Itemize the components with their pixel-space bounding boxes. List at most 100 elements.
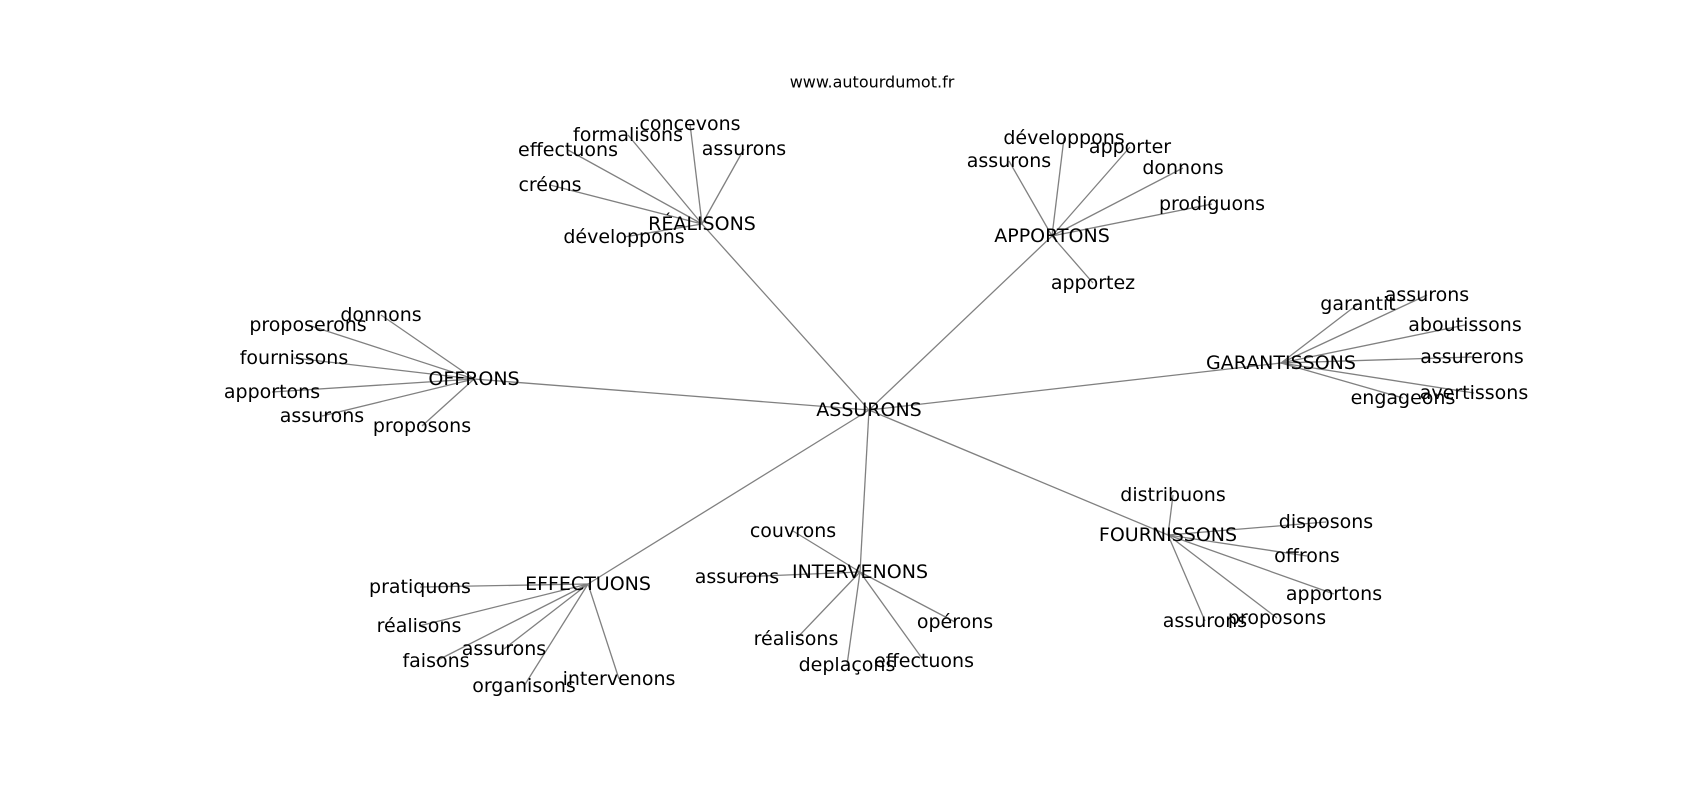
hub-node: FOURNISSONS: [1099, 524, 1237, 546]
edge-hub-child: [421, 378, 475, 427]
edge-hub-child: [1051, 167, 1184, 237]
leaf-node: pratiquons: [369, 576, 471, 598]
edge-hub-child: [1167, 534, 1308, 557]
hub-node: RÉALISONS: [648, 212, 756, 235]
edge-hub-child: [1008, 160, 1053, 237]
edge-hub-child: [1280, 356, 1473, 364]
edge-hub-child: [1280, 303, 1359, 364]
edge-root-hub: [868, 409, 1169, 536]
leaf-node: avertissons: [1420, 382, 1528, 404]
leaf-node: apporter: [1089, 136, 1171, 158]
leaf-node: donnons: [340, 304, 421, 326]
edge-hub-child: [795, 571, 861, 640]
edge-hub-child: [503, 583, 589, 650]
leaf-node: effectuons: [874, 650, 974, 672]
leaf-node: couvrons: [750, 520, 836, 542]
hub-node: GARANTISSONS: [1206, 352, 1356, 374]
edge-hub-child: [567, 149, 703, 225]
leaf-node: disposons: [1279, 511, 1373, 533]
edge-hub-child: [792, 530, 861, 573]
graph-labels: ASSURONSRÉALISONSconcevonsformalisonseff…: [224, 113, 1528, 697]
site-url: www.autourdumot.fr: [790, 73, 955, 92]
leaf-node: garantit: [1320, 293, 1395, 315]
leaf-node: réalisons: [754, 628, 839, 650]
edge-hub-child: [1280, 324, 1466, 364]
leaf-node: distribuons: [1120, 484, 1225, 506]
edge-hub-child: [627, 134, 703, 225]
leaf-node: prodiguons: [1159, 193, 1265, 215]
edge-hub-child: [1167, 534, 1335, 595]
leaf-node: créons: [518, 174, 581, 196]
edge-hub-child: [1280, 362, 1475, 394]
hub-node: APPORTONS: [994, 225, 1110, 247]
edge-hub-child: [523, 583, 589, 687]
edge-hub-child: [1051, 235, 1094, 284]
leaf-node: assurons: [1163, 610, 1247, 632]
leaf-node: donnons: [1142, 157, 1223, 179]
edge-hub-child: [701, 148, 745, 225]
leaf-node: intervenons: [563, 668, 676, 690]
edge-hub-child: [1167, 534, 1278, 619]
leaf-node: proposerons: [249, 314, 366, 336]
graph-edges: [271, 123, 1475, 687]
edge-root-hub: [868, 362, 1282, 411]
edge-hub-child: [1051, 146, 1131, 237]
edge-hub-child: [321, 378, 475, 417]
leaf-node: proposons: [1228, 607, 1326, 629]
edge-hub-child: [1280, 294, 1428, 364]
edge-hub-child: [587, 583, 620, 680]
edge-hub-child: [380, 314, 475, 380]
leaf-node: concevons: [639, 113, 740, 135]
leaf-node: assurons: [280, 405, 364, 427]
edge-root-hub: [473, 378, 870, 411]
leaf-node: deplaçons: [799, 654, 896, 676]
edge-hub-child: [736, 571, 861, 578]
leaf-node: apportons: [1286, 583, 1382, 605]
edge-root-hub: [859, 409, 870, 573]
edge-hub-child: [859, 571, 956, 623]
hub-node: OFFRONS: [428, 368, 519, 390]
edge-root-hub: [868, 235, 1053, 411]
edge-root-hub: [587, 409, 870, 585]
edge-hub-child: [418, 583, 589, 627]
edge-hub-child: [549, 184, 703, 225]
edge-hub-child: [846, 571, 861, 666]
leaf-node: effectuons: [518, 139, 618, 161]
leaf-node: assurons: [462, 638, 546, 660]
edge-hub-child: [307, 324, 475, 380]
leaf-node: proposons: [373, 415, 471, 437]
leaf-node: organisons: [472, 675, 576, 697]
leaf-node: engageons: [1351, 387, 1456, 409]
edge-hub-child: [1051, 137, 1065, 237]
edge-hub-child: [689, 123, 703, 225]
leaf-node: formalisons: [573, 124, 683, 146]
edge-hub-child: [1051, 203, 1213, 237]
leaf-node: apportons: [224, 381, 320, 403]
edge-hub-child: [623, 223, 703, 238]
edge-hub-child: [271, 378, 475, 393]
edge-hub-child: [419, 583, 589, 588]
leaf-node: assurons: [702, 138, 786, 160]
edge-hub-child: [859, 571, 925, 662]
hub-node: INTERVENONS: [792, 561, 928, 583]
edge-hub-child: [1167, 534, 1206, 622]
edge-root-hub: [701, 223, 870, 411]
edge-hub-child: [1280, 362, 1404, 399]
leaf-node: assurons: [967, 150, 1051, 172]
edge-hub-child: [1167, 521, 1327, 536]
leaf-node: développons: [563, 226, 684, 248]
leaf-node: assurerons: [1420, 346, 1524, 368]
leaf-node: apportez: [1051, 272, 1135, 294]
leaf-node: offrons: [1274, 545, 1340, 567]
leaf-node: aboutissons: [1408, 314, 1521, 336]
leaf-node: assurons: [1385, 284, 1469, 306]
leaf-node: développons: [1003, 127, 1124, 149]
root-node: ASSURONS: [816, 399, 921, 421]
hub-node: EFFECTUONS: [525, 573, 651, 595]
edge-hub-child: [1167, 494, 1174, 536]
leaf-node: opérons: [917, 611, 993, 633]
leaf-node: assurons: [695, 566, 779, 588]
leaf-node: fournissons: [240, 347, 349, 369]
edge-hub-child: [435, 583, 589, 662]
